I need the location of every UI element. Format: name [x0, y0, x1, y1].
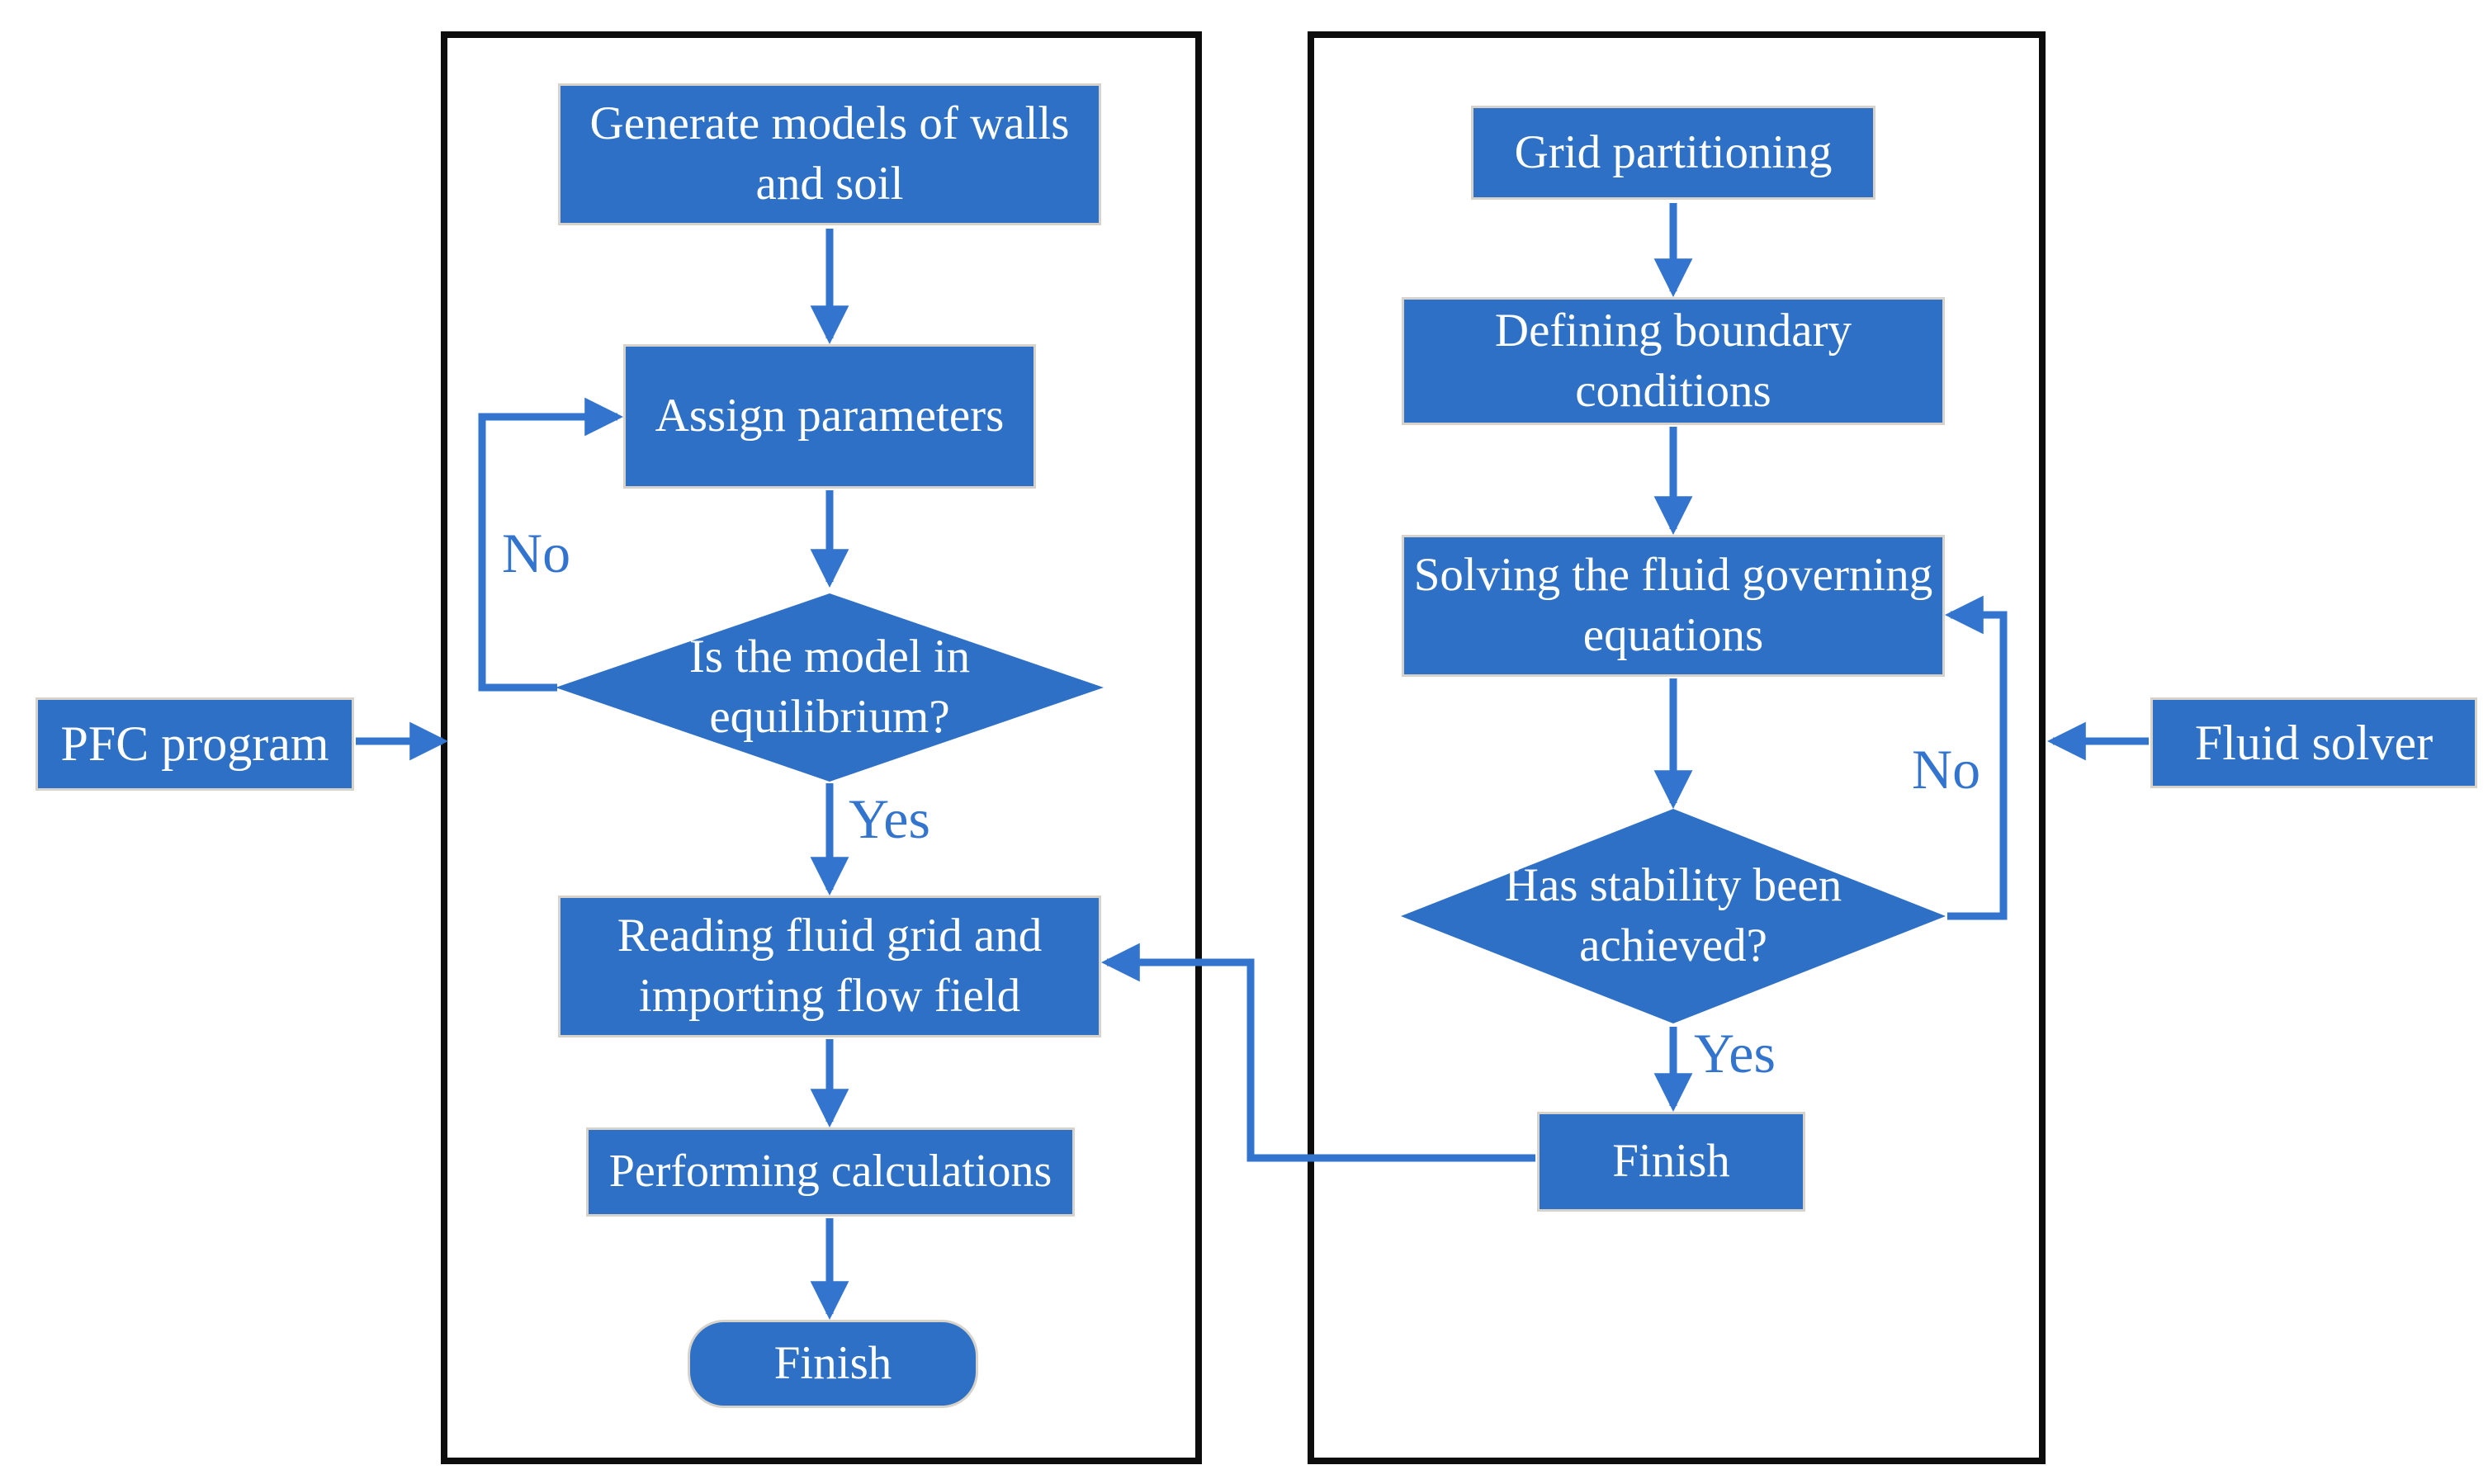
- node-performing-calculations-label: Performing calculations: [608, 1146, 1052, 1198]
- node-solving-equations-label: Solving the fluid governing equations: [1413, 549, 1933, 661]
- node-fluid-solver-label: Fluid solver: [2194, 715, 2434, 770]
- node-finish-right-label: Finish: [1612, 1135, 1730, 1188]
- node-grid-partitioning: Grid partitioning: [1471, 106, 1875, 200]
- node-defining-boundary-label: Defining boundary conditions: [1494, 304, 1852, 417]
- node-performing-calculations: Performing calculations: [586, 1127, 1075, 1217]
- node-pfc-program: PFC program: [35, 697, 354, 791]
- node-solving-equations: Solving the fluid governing equations: [1402, 535, 1945, 677]
- node-assign-parameters-label: Assign parameters: [655, 390, 1005, 442]
- label-no-left: No: [502, 522, 571, 584]
- decision-stability-achieved-label: Has stability been achieved?: [1504, 859, 1842, 971]
- node-finish-left: Finish: [688, 1320, 978, 1408]
- node-defining-boundary: Defining boundary conditions: [1402, 297, 1945, 425]
- label-no-right: No: [1912, 738, 1981, 801]
- node-generate-models: Generate models of walls and soil: [558, 83, 1101, 225]
- fluid-solver-frame: [1308, 31, 2046, 1464]
- node-reading-fluid-grid: Reading fluid grid and importing flow fi…: [558, 896, 1101, 1037]
- node-generate-models-label: Generate models of walls and soil: [589, 97, 1070, 210]
- decision-model-equilibrium-label: Is the model in equilibrium?: [688, 631, 971, 743]
- node-pfc-program-label: PFC program: [60, 716, 329, 772]
- node-assign-parameters: Assign parameters: [623, 344, 1036, 489]
- node-finish-left-label: Finish: [773, 1337, 892, 1390]
- node-grid-partitioning-label: Grid partitioning: [1514, 125, 1833, 178]
- label-yes-left: Yes: [849, 787, 930, 850]
- node-finish-right: Finish: [1537, 1112, 1805, 1212]
- node-fluid-solver: Fluid solver: [2150, 697, 2477, 788]
- node-reading-fluid-grid-label: Reading fluid grid and importing flow fi…: [617, 910, 1043, 1022]
- label-yes-right: Yes: [1694, 1022, 1776, 1085]
